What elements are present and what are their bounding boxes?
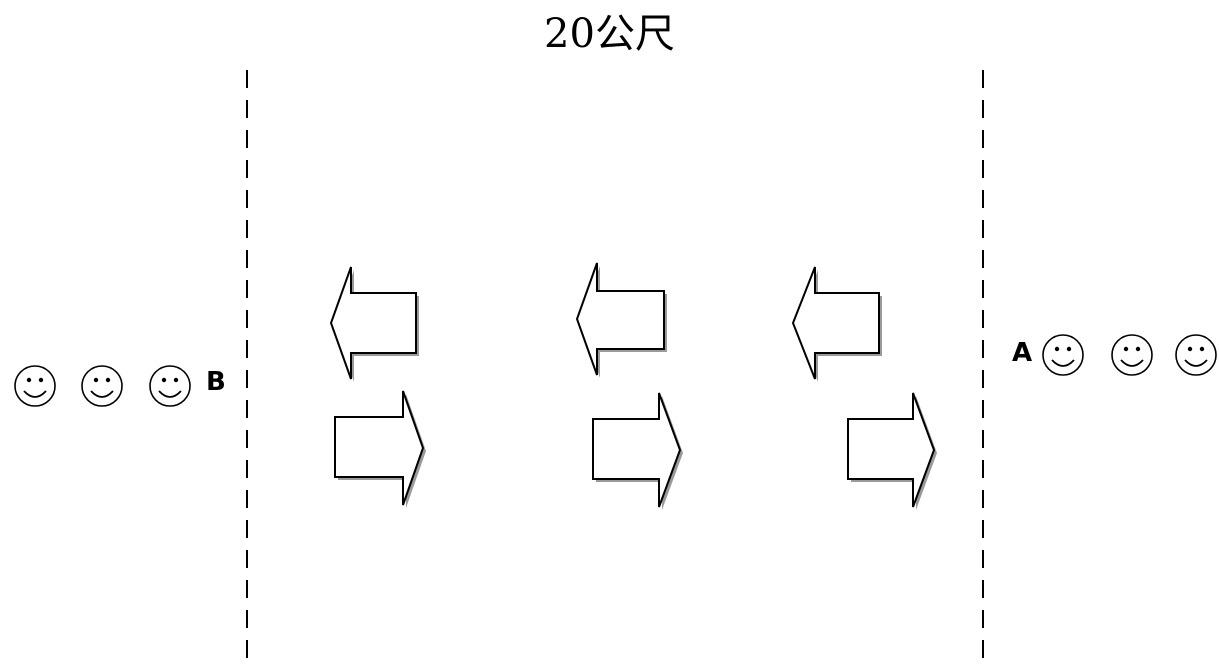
left-arrow-icon	[329, 266, 419, 382]
left-arrow-icon	[791, 266, 882, 382]
left-arrow-icon	[575, 262, 667, 378]
team-a-label: A	[1012, 338, 1033, 368]
right-arrow-icon	[334, 390, 426, 508]
smiley-face-icon	[1042, 334, 1084, 376]
right-arrow-icon	[847, 392, 937, 510]
smiley-face-icon	[149, 365, 191, 407]
team-b-label: B	[206, 367, 226, 397]
smiley-face-icon	[1111, 334, 1153, 376]
smiley-face-icon	[14, 365, 56, 407]
right-arrow-icon	[592, 392, 683, 510]
smiley-face-icon	[1175, 334, 1217, 376]
smiley-face-icon	[81, 365, 123, 407]
distance-label: 20公尺	[544, 11, 675, 57]
